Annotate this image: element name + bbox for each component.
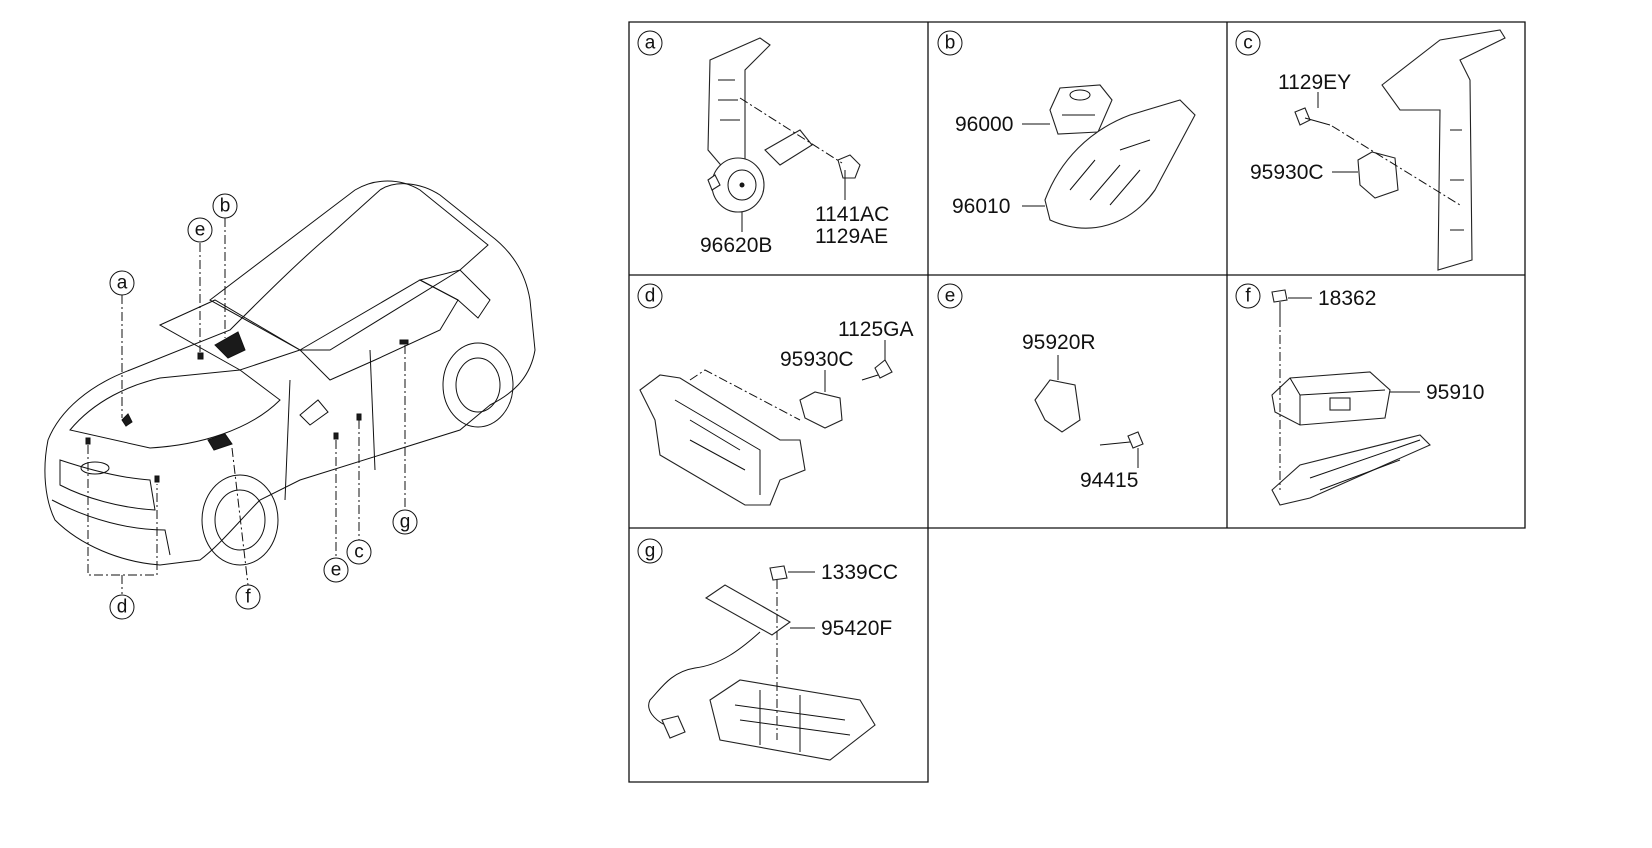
panel-c: c 1129EY 95930C xyxy=(1235,29,1506,271)
part-18362: 18362 xyxy=(1318,287,1376,310)
panel-g: g 1339CC 95420F xyxy=(637,538,898,761)
part-95930C-d: 95930C xyxy=(780,348,854,371)
car-callout-f: f xyxy=(245,587,251,608)
panel-e: e 95920R 94415 xyxy=(937,283,1144,492)
part-95420F: 95420F xyxy=(821,617,892,640)
car-callout-g: g xyxy=(400,512,411,533)
car-callout-a: a xyxy=(117,273,128,294)
part-96000: 96000 xyxy=(955,113,1013,136)
part-96010: 96010 xyxy=(952,195,1010,218)
part-95920R: 95920R xyxy=(1022,331,1096,354)
panel-b: b 96000 96010 xyxy=(937,30,1196,229)
part-1141AC: 1141AC xyxy=(815,203,889,226)
car-callout-d: d xyxy=(117,597,128,618)
car-callout-b: b xyxy=(220,196,231,217)
panel-f: f 18362 95910 xyxy=(1235,283,1484,506)
part-96620B: 96620B xyxy=(700,234,772,257)
part-94415: 94415 xyxy=(1080,469,1138,492)
panel-f-letter: f xyxy=(1245,286,1251,307)
panel-d: d 1125GA 95930C xyxy=(637,283,914,506)
car-callout-e-lower: e xyxy=(331,560,342,581)
part-1339CC: 1339CC xyxy=(821,561,898,584)
panel-d-letter: d xyxy=(645,286,656,307)
part-1125GA: 1125GA xyxy=(838,318,914,341)
panel-g-letter: g xyxy=(645,541,656,562)
panel-a-letter: a xyxy=(645,33,656,54)
part-1129EY: 1129EY xyxy=(1278,71,1351,94)
part-95910: 95910 xyxy=(1426,381,1484,404)
panel-e-letter: e xyxy=(945,286,956,307)
part-1129AE: 1129AE xyxy=(815,225,888,248)
car-callout-e-upper: e xyxy=(195,220,206,241)
car-callout-c: c xyxy=(354,542,364,563)
panel-c-letter: c xyxy=(1243,33,1253,54)
panel-a: a 96620B 1141AC 1129AE xyxy=(637,30,889,257)
car-overview: a b e d f e c g xyxy=(44,180,536,620)
part-95930C-c: 95930C xyxy=(1250,161,1324,184)
panel-grid xyxy=(628,21,1526,783)
panel-b-letter: b xyxy=(945,33,956,54)
